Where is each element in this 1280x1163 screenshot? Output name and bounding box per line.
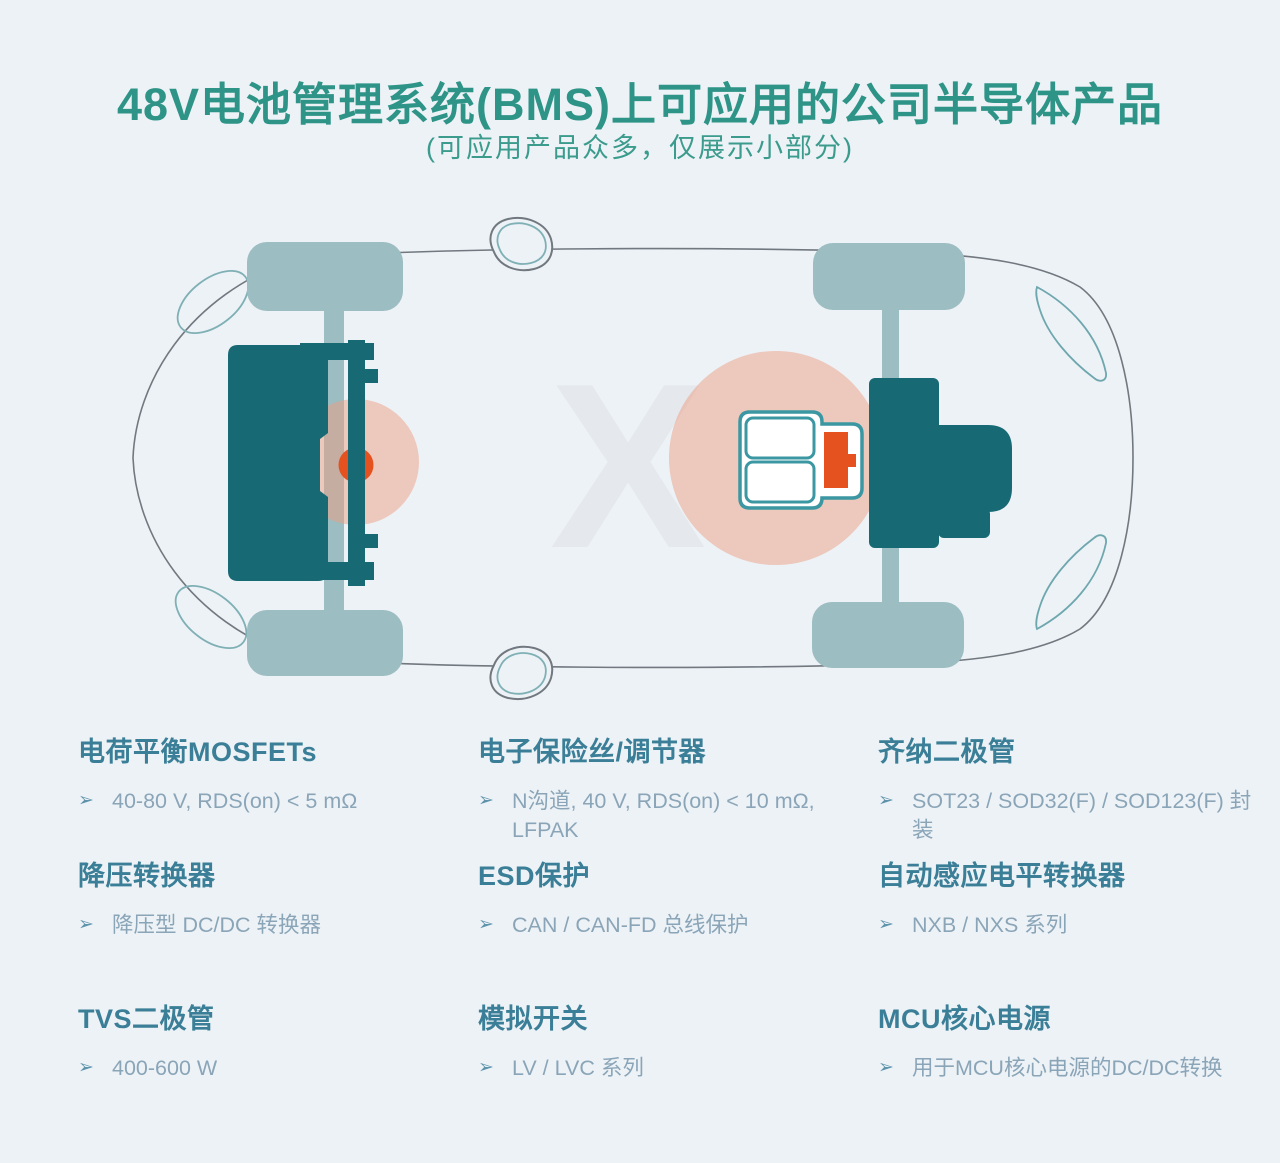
page-title: 48V电池管理系统(BMS)上可应用的公司半导体产品	[116, 79, 1164, 130]
mirror-glass-bottom	[496, 652, 547, 695]
section-item: ➢ NXB / NXS 系列	[878, 911, 1278, 940]
bullet-arrow-icon: ➢	[478, 790, 494, 812]
motor-foot	[938, 508, 990, 538]
bullet-arrow-icon: ➢	[78, 1057, 94, 1079]
battery-cell-top	[744, 416, 816, 460]
section-item: ➢ SOT23 / SOD32(F) / SOD123(F) 封装	[878, 787, 1278, 845]
bullet-arrow-icon: ➢	[78, 790, 94, 812]
section-heading: 降压转换器	[78, 861, 216, 891]
section-item-text: SOT23 / SOD32(F) / SOD123(F) 封装	[912, 789, 1252, 843]
section-heading: 模拟开关	[478, 1004, 588, 1034]
section-heading: 电子保险丝/调节器	[478, 737, 707, 767]
section-item-text: N沟道, 40 V, RDS(on) < 10 mΩ, LFPAK	[512, 789, 815, 843]
motor-block	[869, 378, 939, 548]
frame-stub-top	[348, 369, 378, 383]
motor-assembly	[869, 378, 1012, 548]
section-heading: 电荷平衡MOSFETs	[78, 737, 318, 767]
section-efuse-regulator: 电子保险丝/调节器 ➢ N沟道, 40 V, RDS(on) < 10 mΩ, …	[478, 736, 878, 860]
headlight-icon-top	[1035, 285, 1107, 382]
bullet-arrow-icon: ➢	[78, 914, 94, 936]
taillight-icon-top	[176, 270, 250, 334]
page-subtitle: (可应用产品众多，仅展示小部分)	[426, 133, 854, 163]
car-body-outline	[132, 247, 1134, 669]
section-item: ➢ 40-80 V, RDS(on) < 5 mΩ	[78, 787, 478, 816]
taillight-icon-bottom	[174, 585, 248, 649]
wheel-front-bottom	[812, 602, 964, 668]
section-item-text: NXB / NXS 系列	[912, 913, 1068, 938]
frame-bar-bottom	[298, 562, 374, 580]
section-item: ➢ CAN / CAN-FD 总线保护	[478, 911, 878, 940]
section-item-text: 降压型 DC/DC 转换器	[112, 913, 322, 938]
bullet-arrow-icon: ➢	[878, 790, 894, 812]
section-esd-protection: ESD保护 ➢ CAN / CAN-FD 总线保护	[478, 860, 878, 1003]
motor-protrusion	[935, 425, 1012, 512]
mirror-icon-top	[489, 217, 554, 272]
section-item-text: 400-600 W	[112, 1056, 218, 1081]
product-sections: 电荷平衡MOSFETs ➢ 40-80 V, RDS(on) < 5 mΩ 电子…	[78, 736, 1258, 1083]
section-mcu-core-power: MCU核心电源 ➢ 用于MCU核心电源的DC/DC转换	[878, 1003, 1278, 1083]
battery-cell-bottom	[744, 460, 816, 504]
wheel-front-top	[813, 243, 965, 310]
section-item: ➢ N沟道, 40 V, RDS(on) < 10 mΩ, LFPAK	[478, 787, 878, 845]
battery-pack-assembly	[228, 340, 378, 586]
section-item: ➢ 用于MCU核心电源的DC/DC转换	[878, 1054, 1278, 1083]
frame-stub-bottom	[348, 534, 378, 548]
mirror-glass-top	[496, 222, 547, 265]
section-heading: 齐纳二极管	[878, 737, 1016, 767]
wheel-rear-top	[247, 242, 403, 311]
section-item-text: 40-80 V, RDS(on) < 5 mΩ	[112, 789, 358, 814]
section-heading: ESD保护	[478, 861, 591, 891]
battery-connector-icon	[738, 410, 864, 510]
section-level-translator: 自动感应电平转换器 ➢ NXB / NXS 系列	[878, 860, 1278, 1003]
bullet-arrow-icon: ➢	[478, 914, 494, 936]
section-item: ➢ 降压型 DC/DC 转换器	[78, 911, 478, 940]
headlight-icon-bottom	[1035, 534, 1107, 631]
bullet-arrow-icon: ➢	[478, 1057, 494, 1079]
car-top-view-svg: X	[132, 217, 1134, 700]
section-item-text: LV / LVC 系列	[512, 1056, 644, 1081]
section-item: ➢ LV / LVC 系列	[478, 1054, 878, 1083]
section-item-text: 用于MCU核心电源的DC/DC转换	[912, 1056, 1223, 1081]
section-heading: TVS二极管	[78, 1004, 215, 1034]
section-analog-switch: 模拟开关 ➢ LV / LVC 系列	[478, 1003, 878, 1083]
wheel-rear-bottom	[247, 610, 403, 676]
section-charge-balance-mosfets: 电荷平衡MOSFETs ➢ 40-80 V, RDS(on) < 5 mΩ	[78, 736, 478, 860]
connector-terminal	[824, 432, 856, 488]
mirror-icon-bottom	[489, 645, 554, 700]
section-zener-diode: 齐纳二极管 ➢ SOT23 / SOD32(F) / SOD123(F) 封装	[878, 736, 1278, 860]
car-diagram: X	[0, 195, 1280, 725]
section-item-text: CAN / CAN-FD 总线保护	[512, 913, 749, 938]
section-item: ➢ 400-600 W	[78, 1054, 478, 1083]
bullet-arrow-icon: ➢	[878, 914, 894, 936]
section-heading: 自动感应电平转换器	[878, 861, 1126, 891]
frame-rail	[348, 340, 365, 586]
section-tvs-diode: TVS二极管 ➢ 400-600 W	[78, 1003, 478, 1083]
bullet-arrow-icon: ➢	[878, 1057, 894, 1079]
battery-pack-body	[228, 345, 328, 581]
section-buck-converter: 降压转换器 ➢ 降压型 DC/DC 转换器	[78, 860, 478, 1003]
section-heading: MCU核心电源	[878, 1004, 1051, 1034]
